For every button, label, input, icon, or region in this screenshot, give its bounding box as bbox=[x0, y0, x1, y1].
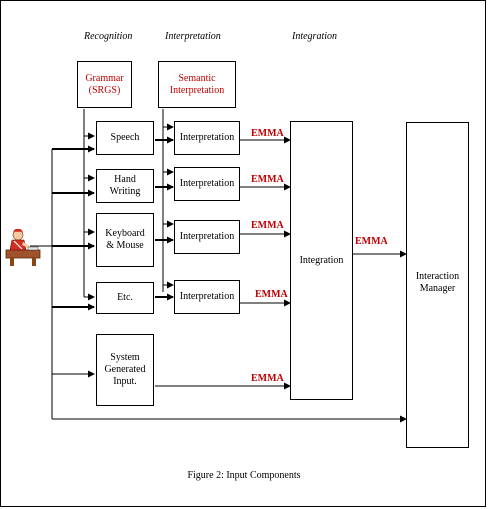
header-recognition: Recognition bbox=[84, 31, 133, 42]
emma-label-speech: EMMA bbox=[251, 128, 284, 139]
semantic-interpretation-box: Semantic Interpretation bbox=[158, 61, 236, 108]
interaction-manager-box: Interaction Manager bbox=[406, 122, 469, 448]
speech-box: Speech bbox=[96, 121, 154, 155]
emma-label-integration: EMMA bbox=[355, 236, 388, 247]
interpretation-box-speech: Interpretation bbox=[174, 121, 240, 155]
figure-caption: Figure 2: Input Components bbox=[187, 470, 301, 481]
interpretation-box-keyboard: Interpretation bbox=[174, 220, 240, 254]
interpretation-box-etc: Interpretation bbox=[174, 280, 240, 314]
integration-box: Integration bbox=[290, 121, 353, 400]
emma-label-etc: EMMA bbox=[255, 289, 288, 300]
emma-label-keyboard: EMMA bbox=[251, 220, 284, 231]
keyboard-mouse-box: Keyboard & Mouse bbox=[96, 213, 154, 267]
header-integration: Integration bbox=[292, 31, 337, 42]
interpretation-box-handwriting: Interpretation bbox=[174, 167, 240, 201]
person-at-desk-icon bbox=[5, 228, 41, 266]
system-generated-input-box: System Generated Input. bbox=[96, 334, 154, 406]
handwriting-box: Hand Writing bbox=[96, 169, 154, 203]
etc-box: Etc. bbox=[96, 282, 154, 314]
header-interpretation: Interpretation bbox=[165, 31, 221, 42]
grammar-srgs-box: Grammar (SRGS) bbox=[77, 61, 132, 108]
emma-label-handwriting: EMMA bbox=[251, 174, 284, 185]
emma-label-system: EMMA bbox=[251, 373, 284, 384]
